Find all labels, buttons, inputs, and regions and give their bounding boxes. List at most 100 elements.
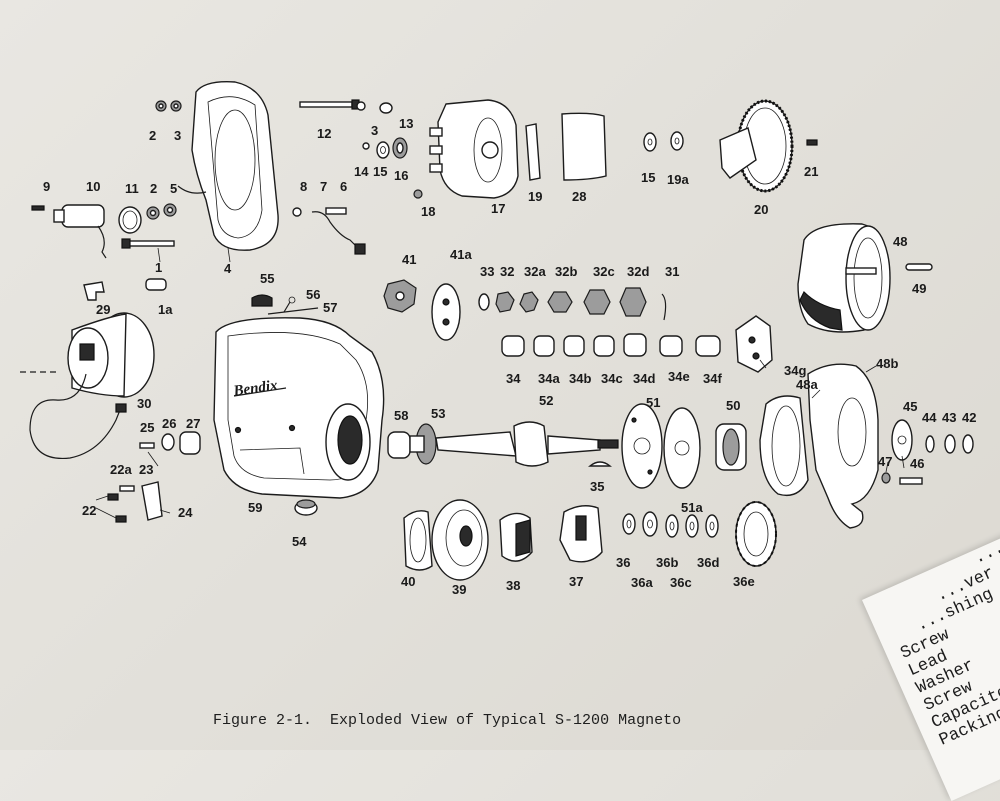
part-small-washers-right: [881, 419, 974, 485]
label-42: 42: [962, 410, 976, 425]
part-labels: 2 3 9 10 11 2 5 4 1 29 1a 12 3 13 14 15 …: [43, 116, 976, 597]
label-34g: 34g: [784, 363, 806, 378]
label-35: 35: [590, 479, 604, 494]
label-7: 7: [320, 179, 327, 194]
label-19: 19: [528, 189, 542, 204]
label-23: 23: [139, 462, 153, 477]
label-16: 16: [394, 168, 408, 183]
part-bearing-50: [715, 423, 747, 471]
part-spacer-series-34: [501, 333, 721, 357]
label-32: 32: [500, 264, 514, 279]
label-41: 41: [402, 252, 416, 267]
label-32c: 32c: [593, 264, 615, 279]
label-12: 12: [317, 126, 331, 141]
label-31: 31: [665, 264, 679, 279]
label-6: 6: [340, 179, 347, 194]
label-59: 59: [248, 500, 262, 515]
label-4: 4: [224, 261, 232, 276]
part-switch-parts: [107, 431, 201, 523]
part-key-35: [588, 461, 612, 467]
label-13: 13: [399, 116, 413, 131]
label-34b: 34b: [569, 371, 591, 386]
label-32d: 32d: [627, 264, 649, 279]
label-53: 53: [431, 406, 445, 421]
label-34c: 34c: [601, 371, 623, 386]
label-38: 38: [506, 578, 520, 593]
label-55: 55: [260, 271, 274, 286]
label-36b: 36b: [656, 555, 678, 570]
part-capacitor-30: [20, 312, 155, 460]
part-distributor-block: [429, 99, 519, 199]
part-cap-54: [294, 499, 318, 516]
label-47: 47: [878, 454, 892, 469]
label-49: 49: [912, 281, 926, 296]
label-48a: 48a: [796, 377, 818, 392]
label-41a: 41a: [450, 247, 472, 262]
exploded-view-diagram: Bendix: [20, 81, 976, 597]
part-washers-15-19a: [643, 131, 684, 152]
part-coil-assembly: [31, 203, 177, 259]
label-11: 11: [125, 181, 139, 196]
part-small-pins: [83, 278, 167, 301]
label-36: 36: [616, 555, 630, 570]
label-46: 46: [910, 456, 924, 471]
part-nuts-top: [155, 100, 182, 112]
part-main-housing: Bendix: [213, 317, 385, 499]
label-1a: 1a: [158, 302, 173, 317]
label-34d: 34d: [633, 371, 655, 386]
part-gear-36e: [735, 501, 777, 567]
part-plate-34g: [735, 315, 773, 373]
part-cover-40: [403, 510, 433, 571]
label-25: 25: [140, 420, 154, 435]
label-2-top: 2: [149, 128, 156, 143]
label-20: 20: [754, 202, 768, 217]
part-block-37: [559, 505, 603, 563]
label-34a: 34a: [538, 371, 560, 386]
label-10: 10: [86, 179, 100, 194]
part-ring-38: [499, 512, 533, 562]
label-21: 21: [804, 164, 818, 179]
label-3-top: 3: [174, 128, 181, 143]
label-48b: 48b: [876, 356, 898, 371]
part-disc-19: [525, 123, 541, 181]
label-29: 29: [96, 302, 110, 317]
label-28: 28: [572, 189, 586, 204]
label-17: 17: [491, 201, 505, 216]
label-32a: 32a: [524, 264, 546, 279]
label-36d: 36d: [697, 555, 719, 570]
part-disc-39: [431, 499, 489, 581]
figure-caption: Figure 2-1. Exploded View of Typical S-1…: [213, 712, 682, 729]
label-58: 58: [394, 408, 408, 423]
label-32b: 32b: [555, 264, 577, 279]
label-30: 30: [137, 396, 151, 411]
label-9: 9: [43, 179, 50, 194]
part-plate-41a: [431, 283, 461, 341]
part-plate-51a: [663, 407, 701, 489]
label-22: 22: [82, 503, 96, 518]
label-15-mid: 15: [373, 164, 387, 179]
label-45: 45: [903, 399, 917, 414]
part-cam-41: [383, 279, 417, 313]
label-36a: 36a: [631, 575, 653, 590]
label-22a: 22a: [110, 462, 132, 477]
label-24: 24: [178, 505, 193, 520]
part-housing-48: [797, 223, 933, 333]
part-bracket-48b: [807, 363, 879, 529]
label-43: 43: [942, 410, 956, 425]
label-34e: 34e: [668, 369, 690, 384]
part-lead-assembly: [292, 189, 423, 255]
label-18: 18: [421, 204, 435, 219]
label-56: 56: [306, 287, 320, 302]
label-37: 37: [569, 574, 583, 589]
part-end-cap: [177, 81, 279, 251]
label-54: 54: [292, 534, 307, 549]
label-57: 57: [323, 300, 337, 315]
label-39: 39: [452, 582, 466, 597]
part-long-bolt: [121, 238, 175, 249]
label-52: 52: [539, 393, 553, 408]
label-8: 8: [300, 179, 307, 194]
label-51a: 51a: [681, 500, 703, 515]
label-1: 1: [155, 260, 162, 275]
label-27: 27: [186, 416, 200, 431]
part-shaft-52: [435, 421, 619, 467]
